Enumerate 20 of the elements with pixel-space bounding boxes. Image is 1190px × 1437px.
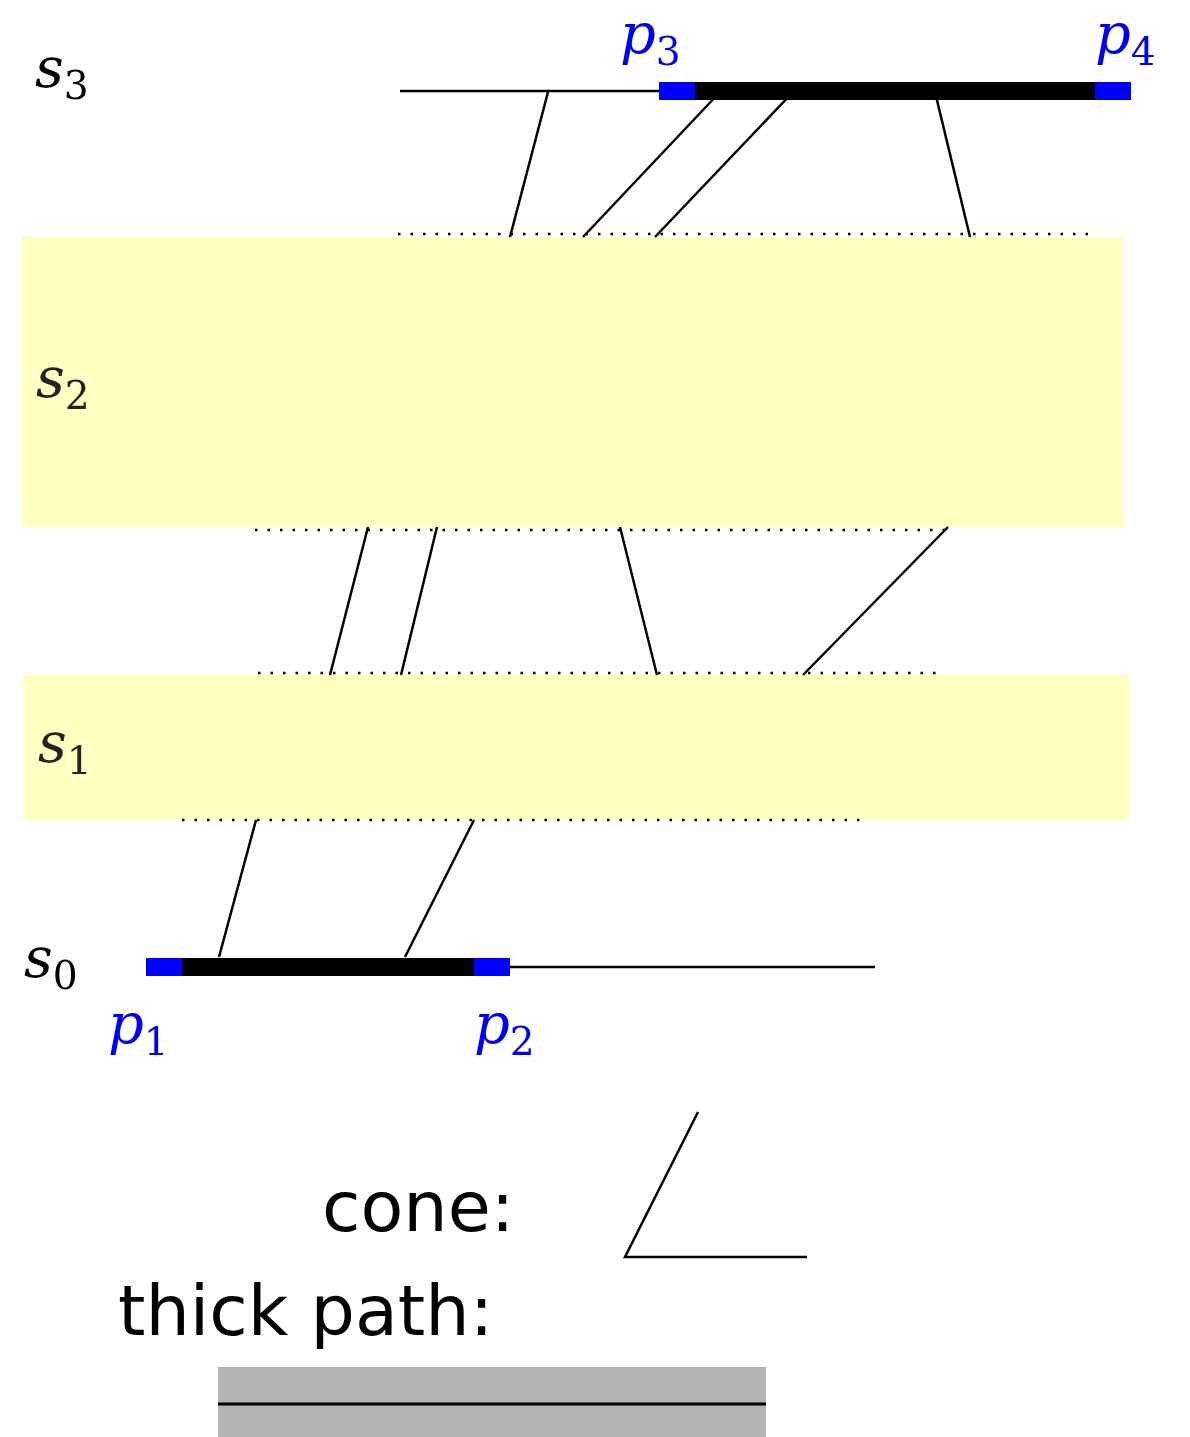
cone-ray bbox=[399, 526, 439, 676]
cone-ray bbox=[403, 819, 476, 958]
shaded-band bbox=[24, 675, 1129, 820]
level-label: s$_{2}$ bbox=[36, 349, 90, 415]
cone-ray bbox=[508, 91, 550, 238]
text-label: cone: bbox=[322, 1172, 515, 1242]
math-label: p$_{2}$ bbox=[474, 996, 535, 1061]
cone-ray bbox=[802, 526, 949, 676]
cone-ray bbox=[217, 819, 258, 958]
level-label: s$_{1}$ bbox=[38, 715, 92, 780]
segment-line bbox=[146, 956, 875, 978]
math-label: p$_{3}$ bbox=[620, 6, 681, 71]
math-label: s$_{3}$ bbox=[35, 40, 89, 105]
segment-line bbox=[400, 80, 1131, 102]
cone-ray bbox=[618, 526, 659, 676]
math-label: s$_{0}$ bbox=[24, 930, 78, 995]
shaded-band bbox=[22, 237, 1123, 527]
math-label: p$_{4}$ bbox=[1095, 6, 1156, 71]
math-label: p$_{1}$ bbox=[108, 996, 169, 1061]
cone-ray bbox=[328, 526, 370, 676]
